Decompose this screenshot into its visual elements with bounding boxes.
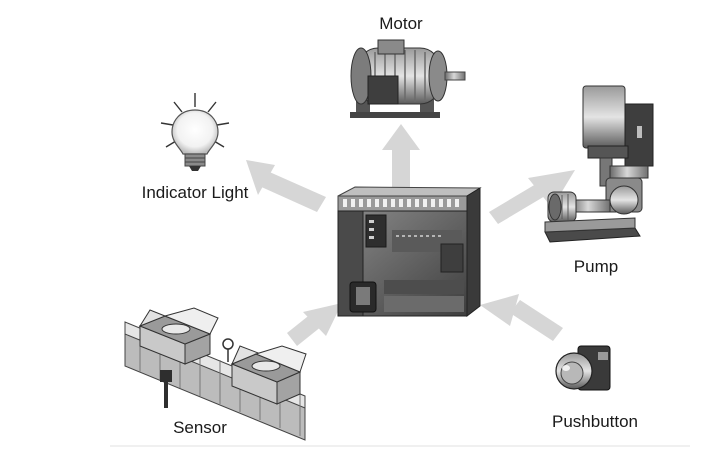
arrow-pushbutton-to-plc (480, 294, 563, 341)
label-pump: Pump (573, 257, 619, 276)
label-pushbutton: Pushbutton (551, 412, 639, 431)
plc-controller-icon (337, 186, 482, 318)
pump-icon (544, 85, 654, 243)
arrow-sensor-to-plc (287, 303, 342, 346)
arrow-plc-to-indicator-light (246, 160, 326, 212)
label-motor: Motor (379, 14, 423, 33)
arrow-plc-to-pump (489, 170, 575, 224)
pushbutton-icon (555, 345, 611, 391)
motor-icon (350, 39, 466, 118)
arrow-plc-to-motor (382, 124, 420, 190)
indicator-light-icon (160, 93, 230, 171)
sensor-conveyor-icon (124, 307, 307, 441)
label-sensor: Sensor (173, 418, 227, 437)
label-indicator-light: Indicator Light (141, 183, 249, 202)
